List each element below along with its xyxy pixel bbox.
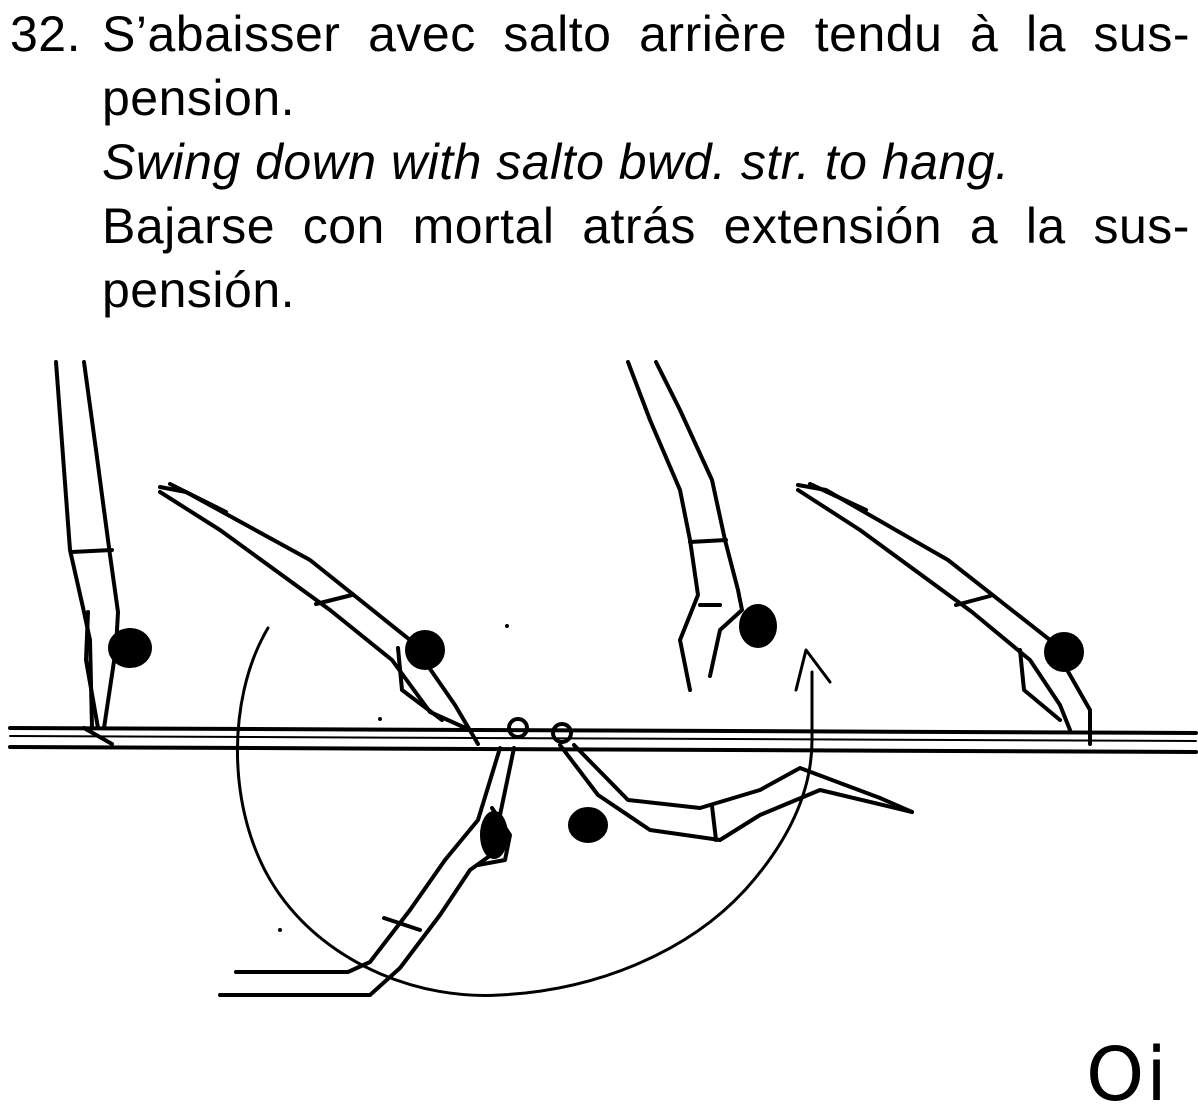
element-entry: 32. S’abaisser avec salto arrière tendu …	[10, 2, 1190, 322]
french-word: sus-	[1093, 6, 1190, 62]
gymnast-salto-pike	[626, 360, 777, 692]
spanish-word: a	[969, 198, 999, 254]
stray-marks	[278, 624, 509, 932]
spanish-word: mortal	[412, 198, 555, 254]
parallel-bars	[8, 726, 1198, 754]
spanish-word: atrás	[582, 198, 696, 254]
gymnast-handstand	[54, 360, 152, 746]
spanish-line-2: pensión.	[102, 262, 296, 318]
spanish-word: Bajarse	[102, 198, 276, 254]
french-word: arrière	[639, 6, 788, 62]
gymnast-inclined-support-right	[796, 482, 1092, 746]
rotation-arc	[236, 626, 832, 997]
element-text-body: S’abaisser avec salto arrière tendu à la…	[102, 2, 1190, 322]
french-line-1: S’abaisser avec salto arrière tendu à la…	[102, 2, 1190, 66]
figure-code: Oi	[1086, 1032, 1169, 1118]
french-word: avec	[368, 6, 476, 62]
french-word: S’abaisser	[102, 6, 341, 62]
spanish-word: extensión	[723, 198, 943, 254]
spanish-word: con	[302, 198, 385, 254]
gymnast-under-bar-swing	[551, 722, 914, 843]
french-word: à	[970, 6, 999, 62]
gymnast-inclined-support	[158, 482, 480, 746]
element-description: 32. S’abaisser avec salto arrière tendu …	[10, 2, 1190, 322]
gymnast-swing-down	[218, 717, 529, 997]
spanish-word: la	[1025, 198, 1066, 254]
spanish-word: sus-	[1093, 198, 1190, 254]
french-word: la	[1025, 6, 1066, 62]
element-number: 32.	[10, 6, 82, 62]
french-word: tendu	[814, 6, 943, 62]
french-word: salto	[503, 6, 612, 62]
spanish-line-1: Bajarse con mortal atrás extensión a la …	[102, 194, 1190, 258]
french-line-2: pension.	[102, 70, 296, 126]
english-description: Swing down with salto bwd. str. to hang.	[102, 134, 1010, 190]
